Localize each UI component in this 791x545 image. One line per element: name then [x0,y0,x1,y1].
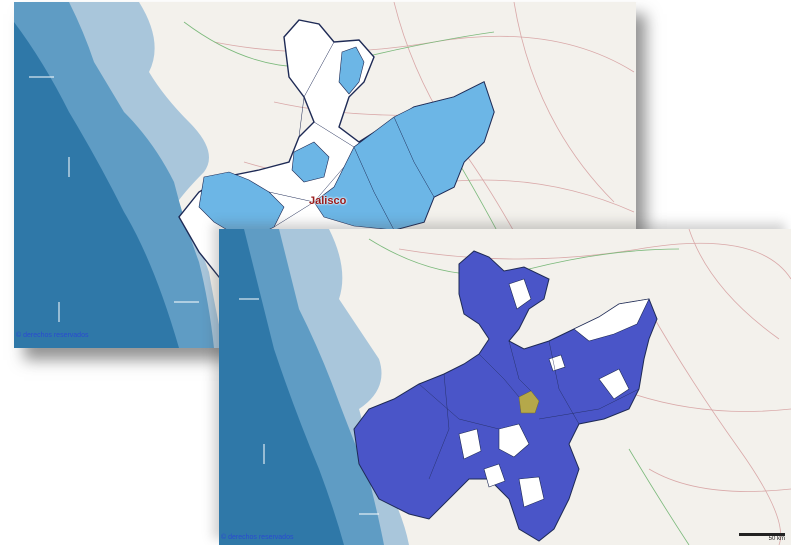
scale-label: 50 km [768,536,785,542]
unselected-municipalities [458,278,650,508]
scale-bar: 50 km [739,533,785,542]
scale-bar-line [739,533,785,536]
map-canvas-top [14,2,636,348]
map-panel-bottom[interactable]: © derechos reservados 50 km [219,229,791,545]
selected-municipalities-north [338,46,365,95]
ocean-deep [219,229,344,545]
municipal-borders [268,41,435,231]
grid-ticks [239,298,379,515]
highlight-area [518,390,540,414]
copyright-text-bottom: © derechos reservados [221,534,294,541]
state-label: Jalisco [309,195,347,207]
grid-ticks [29,76,199,322]
copyright-text-top: © derechos reservados [16,332,89,339]
selected-municipalities-center [291,141,330,183]
ocean-deep [14,22,179,348]
map-canvas-bottom [219,229,791,545]
municipal-borders [418,340,640,480]
map-panel-top[interactable]: Jalisco © derechos reservados [14,2,636,348]
